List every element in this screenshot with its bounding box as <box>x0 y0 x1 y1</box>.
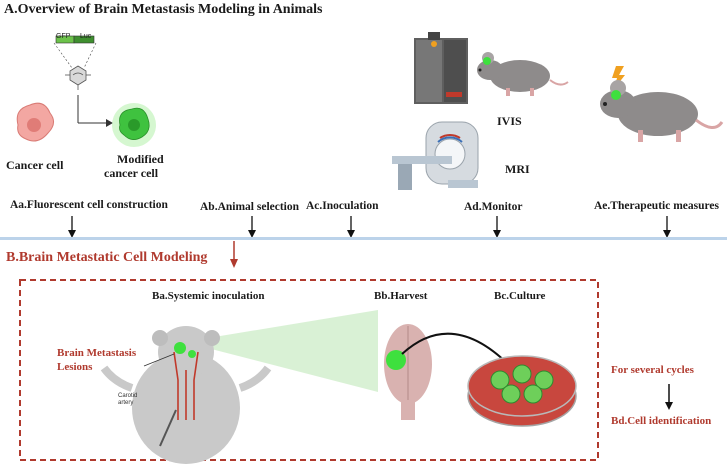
step-ab-label: Ab.Animal selection <box>200 201 300 213</box>
lesions-label-line1: Brain Metastasis <box>57 347 137 359</box>
lesion-pointer-line <box>143 353 175 367</box>
section-b-title: B.Brain Metastatic Cell Modeling <box>6 250 208 265</box>
section-divider <box>0 237 727 240</box>
arrow-ac-head <box>347 230 355 238</box>
harvest-arrow <box>401 332 511 367</box>
step-ac-label: Ac.Inoculation <box>306 200 379 212</box>
cell-transduction-graphic <box>16 95 156 147</box>
ivis-label: IVIS <box>497 114 522 128</box>
arrow-ad-head <box>493 230 501 238</box>
ivis-mouse-icon <box>477 52 569 96</box>
dashed-frame <box>19 279 599 461</box>
harvested-brain-icon <box>384 324 432 420</box>
lentivirus-vector-icon <box>53 35 97 90</box>
therapy-mouse-icon <box>600 66 724 142</box>
culture-label: Bc.Culture <box>494 290 546 302</box>
carotid-artery-vessels <box>173 351 199 420</box>
modified-cell-nucleus <box>128 119 140 131</box>
carotid-label-line2: artery <box>118 400 134 406</box>
brain-lesion-dot <box>174 342 186 354</box>
mri-label: MRI <box>505 162 530 176</box>
step-arrows <box>71 216 668 232</box>
lightning-icon <box>612 66 625 89</box>
harvest-label: Bb.Harvest <box>374 290 428 302</box>
modified-cell-label-line2: cancer cell <box>104 166 159 180</box>
ivis-imager-icon <box>414 32 468 104</box>
arrow-aa-head <box>68 230 76 238</box>
carotid-label-line1: Carotid <box>118 393 138 399</box>
modified-cell-label-line1: Modified <box>117 152 164 166</box>
section-b-graphic <box>19 279 673 464</box>
red-arrow-head <box>230 259 238 268</box>
brain-lesion-dot-2 <box>188 350 196 358</box>
light-cone <box>184 310 378 392</box>
step-ad-label: Ad.Monitor <box>464 201 523 213</box>
section-a-title: A.Overview of Brain Metastasis Modeling … <box>4 2 323 17</box>
cancer-cell-nucleus <box>27 118 41 132</box>
gfp-label: GFP <box>56 33 71 40</box>
cycles-label: For several cycles <box>611 364 694 376</box>
cycle-arrow-head <box>665 402 673 410</box>
mri-scanner-icon <box>392 121 479 190</box>
timeline-graphic <box>0 216 727 268</box>
lesions-label-line2: Lesions <box>57 361 93 373</box>
systemic-inoculation-label: Ba.Systemic inoculation <box>152 290 265 302</box>
step-aa-label: Aa.Fluorescent cell construction <box>10 199 168 211</box>
luc-label: Luc <box>80 33 92 40</box>
transduction-arrow-head <box>106 119 113 127</box>
culture-dish-icon <box>467 355 577 427</box>
cancer-cell-label: Cancer cell <box>6 158 64 172</box>
arrow-ae-head <box>663 230 671 238</box>
syringe-icon <box>159 409 177 447</box>
cell-identification-label: Bd.Cell identification <box>611 415 712 427</box>
arrow-ab-head <box>248 230 256 238</box>
step-ae-label: Ae.Therapeutic measures <box>594 200 719 212</box>
